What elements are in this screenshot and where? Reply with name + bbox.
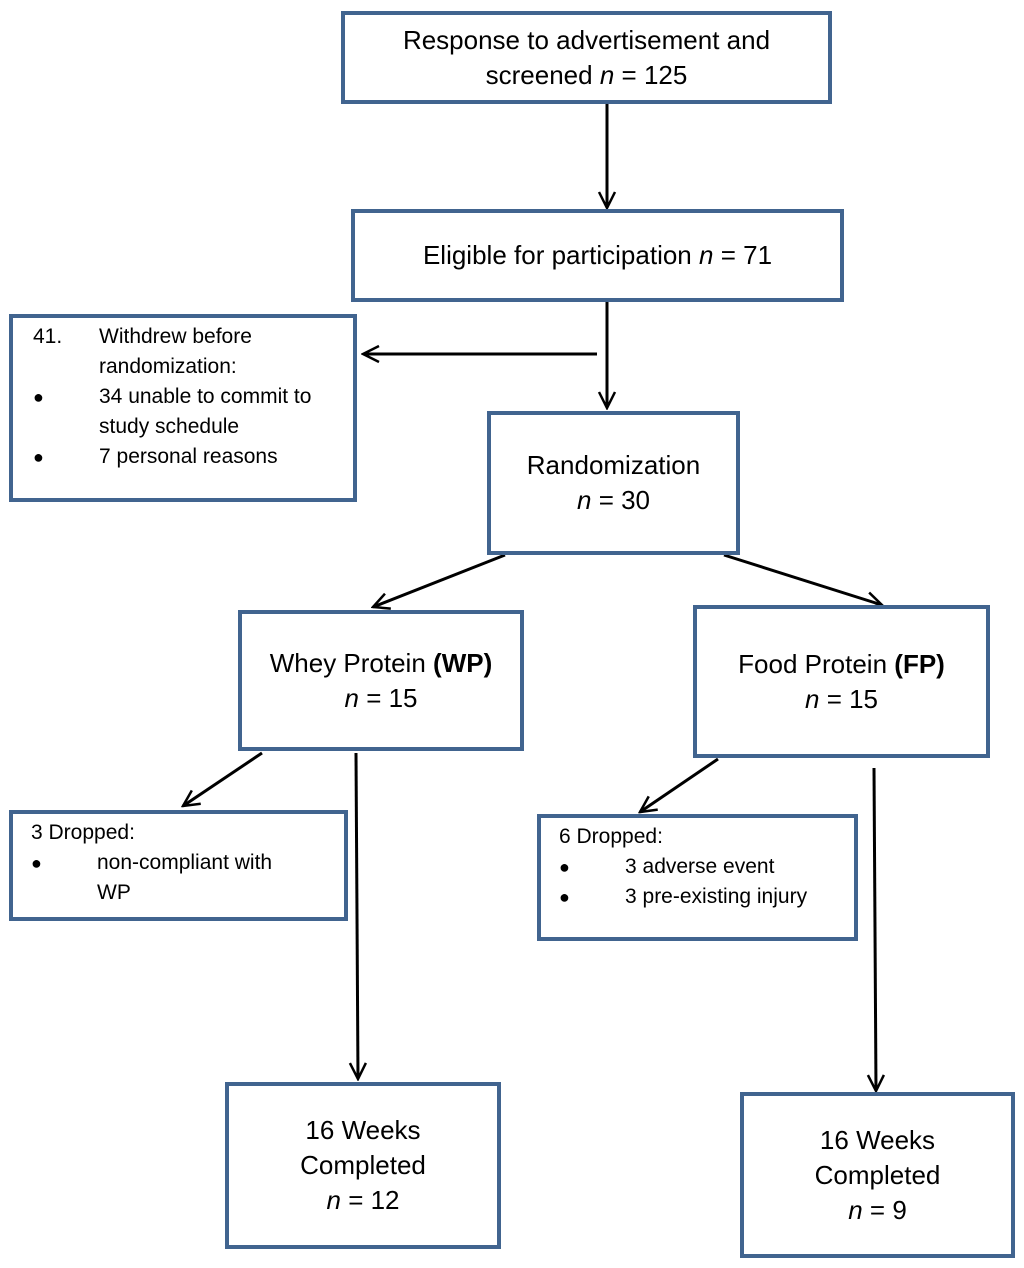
- screened-box: Response to advertisement and screened n…: [341, 11, 832, 104]
- randomization-title: Randomization: [526, 450, 701, 480]
- fp-box: Food Protein (FP) n = 15: [693, 605, 990, 758]
- arrow-wp-to-dropped: [183, 751, 263, 806]
- eligible-text: Eligible for participation n = 71: [422, 240, 773, 270]
- list-item: 7 personal reasons: [33, 442, 353, 472]
- screened-line1: Response to advertisement and: [402, 24, 771, 55]
- arrow-randomization-to-wp: [373, 553, 506, 607]
- bullet-icon: [33, 442, 99, 472]
- list-item: 34 unable to commit to: [33, 382, 353, 412]
- wp-n: n = 15: [344, 682, 418, 713]
- wp-completed-n: n = 12: [326, 1185, 400, 1215]
- wp-dropped-box: 3 Dropped: non-compliant with WP: [9, 810, 348, 921]
- bullet-icon: [559, 852, 625, 882]
- fp-dropped-title: 6 Dropped:: [559, 825, 663, 848]
- arrow-fp-to-dropped: [640, 757, 719, 812]
- withdrew-header-line2: randomization:: [99, 355, 237, 378]
- wp-box: Whey Protein (WP) n = 15: [238, 610, 524, 751]
- fp-completed-n: n = 9: [848, 1194, 907, 1225]
- wp-dropped-title: 3 Dropped:: [31, 821, 135, 844]
- eligible-box: Eligible for participation n = 71: [351, 209, 844, 302]
- withdrew-box: 41.Withdrew before randomization: 34 una…: [9, 314, 357, 502]
- fp-n: n = 15: [804, 683, 879, 714]
- list-item: non-compliant with: [31, 848, 344, 878]
- arrow-randomization-to-fp: [723, 553, 882, 605]
- fp-dropped-box: 6 Dropped: 3 adverse event 3 pre-existin…: [537, 814, 858, 941]
- wp-title: Whey Protein (WP): [269, 647, 493, 678]
- arrow-wp-to-completed: [356, 752, 358, 1079]
- fp-completed-line2: Completed: [814, 1159, 941, 1190]
- fp-title: Food Protein (FP): [738, 648, 945, 679]
- randomization-n: n = 30: [576, 485, 651, 515]
- list-item: 3 pre-existing injury: [559, 882, 854, 912]
- randomization-box: Randomization n = 30: [487, 411, 740, 555]
- bullet-icon: [559, 882, 625, 912]
- fp-completed-line1: 16 Weeks: [819, 1124, 936, 1155]
- arrow-fp-to-completed: [874, 767, 876, 1091]
- withdrew-header: 41.Withdrew before: [33, 325, 252, 348]
- bullet-icon: [31, 848, 97, 878]
- bullet-icon: [33, 382, 99, 412]
- fp-completed-box: 16 Weeks Completed n = 9: [740, 1092, 1015, 1258]
- screened-line2: screened n = 125: [485, 59, 688, 90]
- list-item: 3 adverse event: [559, 852, 854, 882]
- wp-completed-line2: Completed: [300, 1150, 426, 1180]
- wp-completed-line1: 16 Weeks: [305, 1115, 421, 1145]
- wp-completed-box: 16 Weeks Completed n = 12: [225, 1082, 501, 1249]
